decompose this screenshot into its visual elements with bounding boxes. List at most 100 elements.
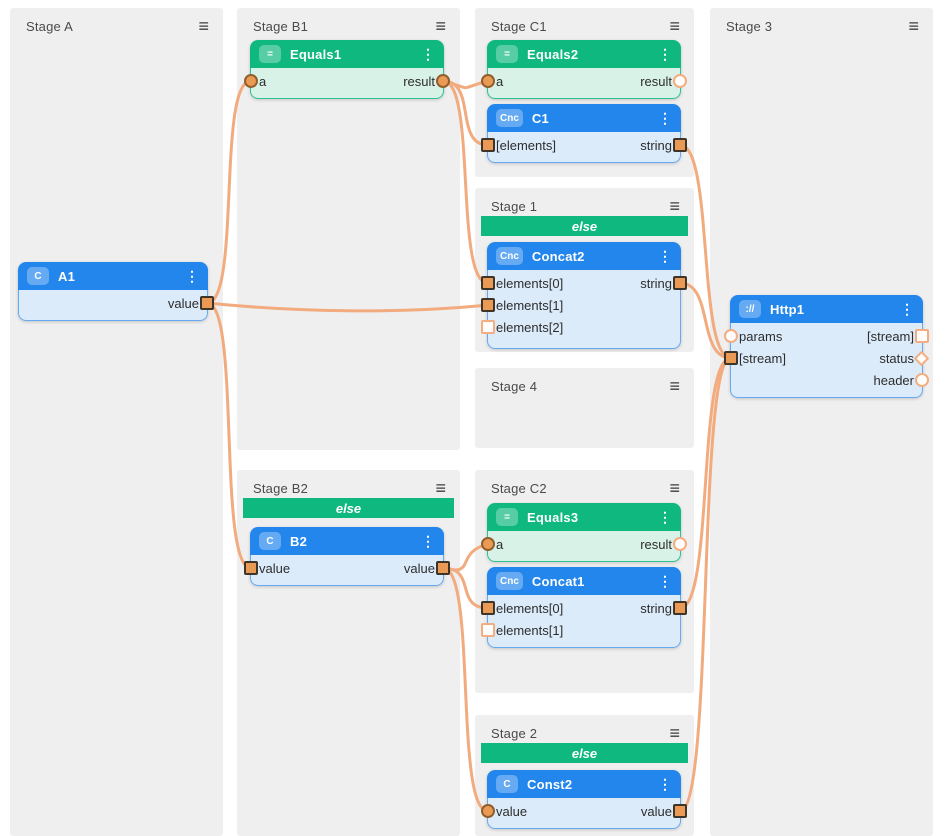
node-menu-icon[interactable]: ⋮ <box>421 533 435 549</box>
node-menu-icon[interactable]: ⋮ <box>421 46 435 62</box>
port-http1-stream-input[interactable] <box>724 351 738 365</box>
port-label: a <box>496 73 504 89</box>
port-const2-value-output[interactable] <box>673 804 687 818</box>
port-row: elements[1] <box>481 619 680 641</box>
node-menu-icon[interactable]: ⋮ <box>658 248 672 264</box>
node-title: Equals2 <box>527 46 579 62</box>
node-concat2[interactable]: Cnc Concat2 ⋮ elements[0] string element… <box>481 242 687 349</box>
node-concat1-header[interactable]: Cnc Concat1 ⋮ <box>487 567 681 595</box>
port-equals3-a-input[interactable] <box>481 537 495 551</box>
port-row: elements[2] <box>481 316 680 338</box>
port-label: elements[0] <box>496 275 564 291</box>
connection-wire[interactable] <box>205 301 253 570</box>
port-http1-stream-output[interactable] <box>915 329 929 343</box>
stage-menu-icon[interactable]: ≡ <box>669 478 680 498</box>
port-http1-params-input[interactable] <box>724 329 738 343</box>
port-label: value <box>640 803 672 819</box>
port-row: params [stream] <box>724 325 929 347</box>
port-equals1-a-input[interactable] <box>244 74 258 88</box>
port-label: [stream] <box>739 350 786 366</box>
port-concat1-elements0-input[interactable] <box>481 601 495 615</box>
stage-menu-icon[interactable]: ≡ <box>669 376 680 396</box>
stage-menu-icon[interactable]: ≡ <box>669 16 680 36</box>
node-title: Concat1 <box>531 573 585 589</box>
port-http1-header-output[interactable] <box>915 373 929 387</box>
node-badge-icon: Cnc <box>496 109 523 127</box>
node-menu-icon[interactable]: ⋮ <box>185 268 199 284</box>
node-equals1-header[interactable]: = Equals1 ⋮ <box>250 40 444 68</box>
node-menu-icon[interactable]: ⋮ <box>658 573 672 589</box>
port-label: string <box>640 600 672 616</box>
port-concat2-elements0-input[interactable] <box>481 276 495 290</box>
node-concat1[interactable]: Cnc Concat1 ⋮ elements[0] string element… <box>481 567 687 648</box>
port-c1-elements-input[interactable] <box>481 138 495 152</box>
port-label: result <box>640 536 672 552</box>
connection-wire[interactable] <box>678 143 733 360</box>
node-title: Equals1 <box>290 46 342 62</box>
connection-wire[interactable] <box>205 301 490 313</box>
port-concat2-elements1-input[interactable] <box>481 298 495 312</box>
node-b2-header[interactable]: C B2 ⋮ <box>250 527 444 555</box>
port-b2-value-output[interactable] <box>436 561 450 575</box>
stage-title: Stage 4 <box>491 378 538 394</box>
port-equals2-a-input[interactable] <box>481 74 495 88</box>
stage-menu-icon[interactable]: ≡ <box>435 16 446 36</box>
node-http1[interactable]: :// Http1 ⋮ params [stream] [stream] sta… <box>724 295 930 398</box>
port-concat1-elements1-input[interactable] <box>481 623 495 637</box>
stage-menu-icon[interactable]: ≡ <box>669 723 680 743</box>
node-menu-icon[interactable]: ⋮ <box>658 110 672 126</box>
node-concat2-header[interactable]: Cnc Concat2 ⋮ <box>487 242 681 270</box>
port-row: a result <box>481 533 687 555</box>
port-equals2-result-output[interactable] <box>673 74 687 88</box>
connection-wire[interactable] <box>678 356 733 813</box>
node-a1[interactable]: C A1 ⋮ value <box>18 262 214 321</box>
node-menu-icon[interactable]: ⋮ <box>658 46 672 62</box>
node-b2[interactable]: C B2 ⋮ value value <box>244 527 450 586</box>
connection-wire[interactable] <box>441 566 490 610</box>
stage-title: Stage C1 <box>491 18 547 34</box>
port-label: [stream] <box>867 328 914 344</box>
node-equals3-header[interactable]: = Equals3 ⋮ <box>487 503 681 531</box>
port-label: string <box>640 137 672 153</box>
port-b2-value-input[interactable] <box>244 561 258 575</box>
node-http1-header[interactable]: :// Http1 ⋮ <box>730 295 923 323</box>
port-const2-value-input[interactable] <box>481 804 495 818</box>
port-concat2-elements2-input[interactable] <box>481 320 495 334</box>
port-http1-status-output[interactable] <box>913 350 930 366</box>
port-label: value <box>259 560 291 576</box>
stage-menu-icon[interactable]: ≡ <box>435 478 446 498</box>
node-c1[interactable]: Cnc C1 ⋮ [elements] string <box>481 104 687 163</box>
stage-panel-b2: Stage B2 ≡ else C B2 ⋮ value value <box>237 470 460 836</box>
port-c1-string-output[interactable] <box>673 138 687 152</box>
connection-wire[interactable] <box>441 79 490 147</box>
port-equals3-result-output[interactable] <box>673 537 687 551</box>
else-condition-bar: else <box>481 216 688 236</box>
connection-wire[interactable] <box>205 79 253 305</box>
port-concat1-string-output[interactable] <box>673 601 687 615</box>
node-const2[interactable]: C Const2 ⋮ value value <box>481 770 687 829</box>
stage-menu-icon[interactable]: ≡ <box>908 16 919 36</box>
connection-wire[interactable] <box>441 566 490 813</box>
connection-wire[interactable] <box>441 79 490 285</box>
stage-menu-icon[interactable]: ≡ <box>198 16 209 36</box>
node-equals2-header[interactable]: = Equals2 ⋮ <box>487 40 681 68</box>
port-a1-value-out[interactable] <box>200 296 214 310</box>
stage-menu-icon[interactable]: ≡ <box>669 196 680 216</box>
node-menu-icon[interactable]: ⋮ <box>900 301 914 317</box>
node-equals1[interactable]: = Equals1 ⋮ a result <box>244 40 450 99</box>
connection-wire[interactable] <box>678 281 733 360</box>
node-const2-header[interactable]: C Const2 ⋮ <box>487 770 681 798</box>
node-equals3[interactable]: = Equals3 ⋮ a result <box>481 503 687 562</box>
node-menu-icon[interactable]: ⋮ <box>658 509 672 525</box>
node-equals2[interactable]: = Equals2 ⋮ a result <box>481 40 687 99</box>
port-equals1-result-output[interactable] <box>436 74 450 88</box>
node-menu-icon[interactable]: ⋮ <box>658 776 672 792</box>
node-badge-icon: = <box>496 45 518 63</box>
port-label: string <box>640 275 672 291</box>
connection-wire[interactable] <box>678 356 733 610</box>
port-concat2-string-output[interactable] <box>673 276 687 290</box>
node-c1-header[interactable]: Cnc C1 ⋮ <box>487 104 681 132</box>
node-a1-header[interactable]: C A1 ⋮ <box>18 262 208 290</box>
